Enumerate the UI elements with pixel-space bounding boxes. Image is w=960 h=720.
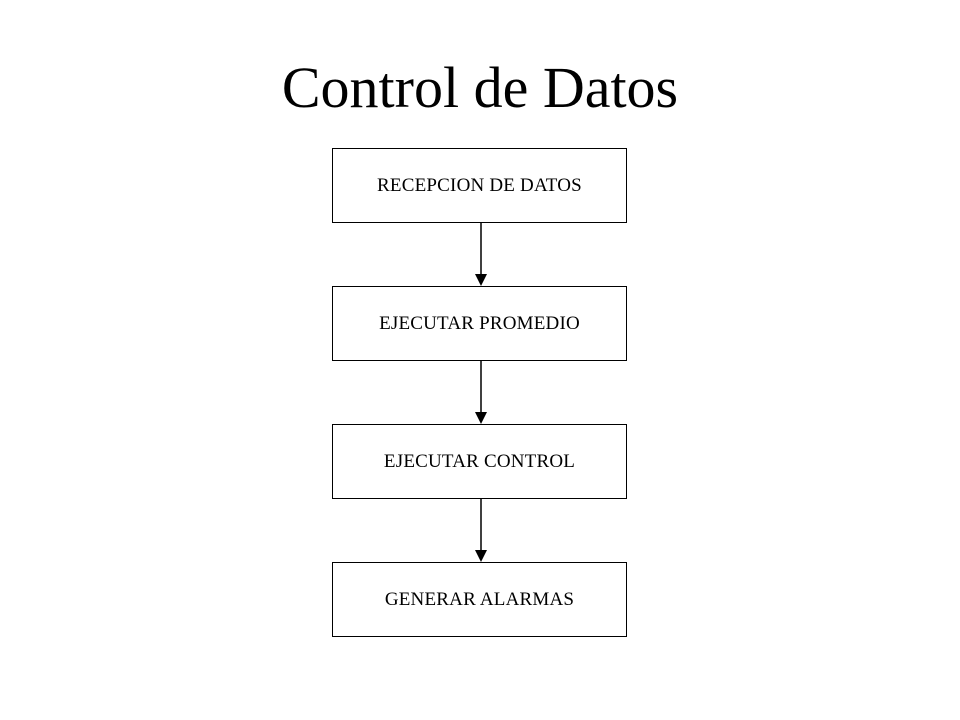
arrow-1-head	[475, 274, 487, 286]
step-label: EJECUTAR CONTROL	[383, 450, 576, 472]
arrow-3-to-4	[475, 499, 487, 562]
arrow-3-head	[475, 550, 487, 562]
arrow-1-to-2	[475, 223, 487, 286]
step-label: RECEPCION DE DATOS	[377, 174, 582, 196]
step-label: EJECUTAR PROMEDIO	[379, 312, 580, 334]
step-box-ejecutar-promedio: EJECUTAR PROMEDIO	[332, 286, 627, 361]
step-box-recepcion-de-datos: RECEPCION DE DATOS	[332, 148, 627, 223]
step-box-generar-alarmas: GENERAR ALARMAS	[332, 562, 627, 637]
arrow-2-head	[475, 412, 487, 424]
step-box-ejecutar-control: EJECUTAR CONTROL	[332, 424, 627, 499]
arrow-2-to-3	[475, 361, 487, 424]
step-label: GENERAR ALARMAS	[384, 588, 575, 610]
slide-title: Control de Datos	[281, 55, 679, 120]
